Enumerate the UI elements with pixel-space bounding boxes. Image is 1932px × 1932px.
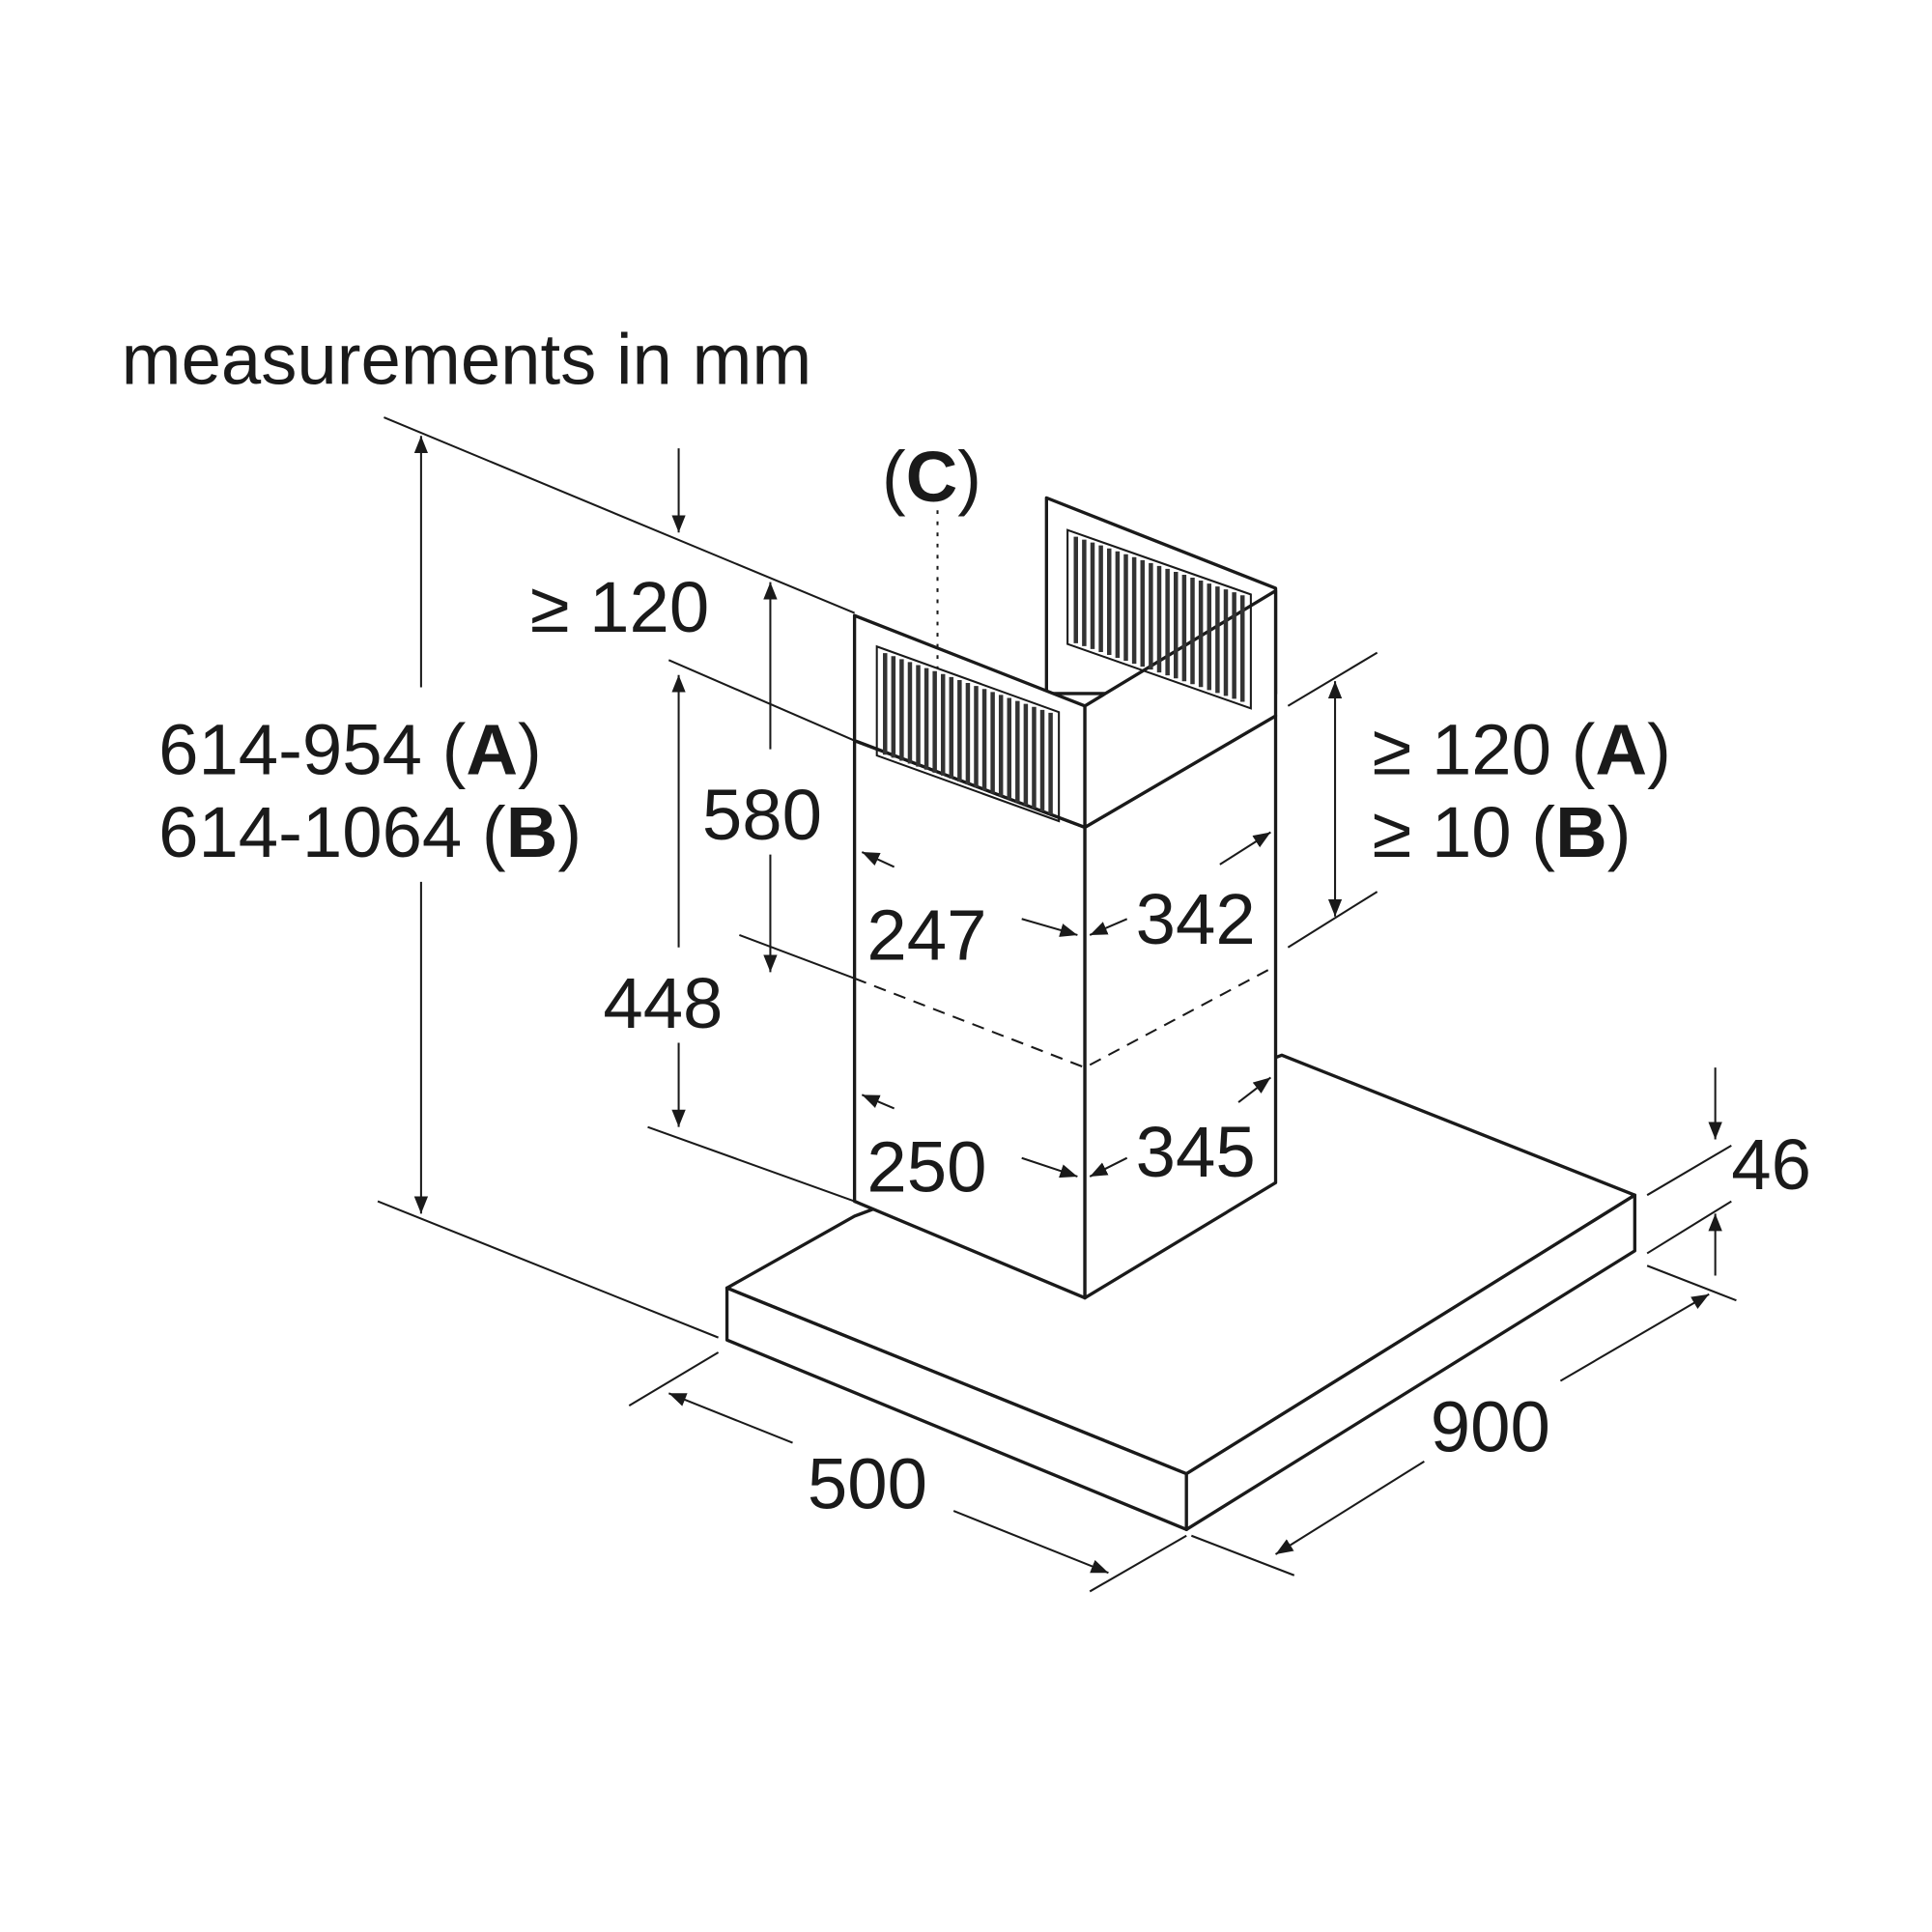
grille-frame	[1066, 528, 1252, 710]
joint-dashed-line	[854, 965, 1276, 1069]
canopy	[724, 1053, 1636, 1532]
chimney	[852, 496, 1278, 1300]
chimney-lower-height: 448	[603, 963, 723, 1043]
overall-height-a: 614-954 (A)	[158, 709, 542, 789]
grille-frame	[875, 644, 1061, 823]
lower-width: 345	[1136, 1112, 1256, 1192]
canopy-depth: 500	[808, 1444, 927, 1524]
label-c: (C)	[882, 437, 981, 517]
title: measurements in mm	[122, 319, 812, 399]
vent-grille-right	[1066, 528, 1252, 710]
overall-height-b: 614-1064 (B)	[158, 792, 582, 872]
vent-grille-left	[875, 644, 1061, 823]
canopy-height: 46	[1731, 1124, 1811, 1205]
lower-depth: 250	[867, 1126, 986, 1207]
upper-width: 342	[1136, 879, 1256, 959]
right-clearance-b: ≥ 10 (B)	[1373, 792, 1632, 872]
chimney-upper-height: 580	[702, 775, 822, 855]
right-clearance-a: ≥ 120 (A)	[1373, 709, 1671, 789]
canopy-width: 900	[1431, 1387, 1550, 1467]
upper-depth: 247	[867, 895, 986, 976]
top-clearance: ≥ 120	[530, 567, 710, 647]
dimension-lines	[413, 436, 1722, 1575]
extension-lines	[377, 416, 1737, 1593]
